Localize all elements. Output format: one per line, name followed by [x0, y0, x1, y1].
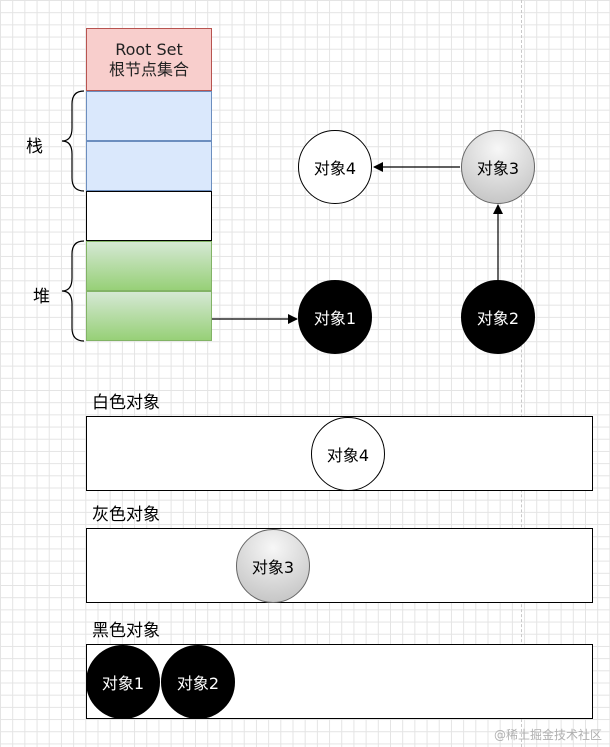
object1-label: 对象1	[313, 309, 357, 328]
black-group-object2: 对象2	[161, 645, 235, 719]
stack-cell-1	[86, 91, 212, 141]
black-group-object1: 对象1	[86, 645, 160, 719]
gray-group-title: 灰色对象	[92, 505, 160, 525]
gray-group-box	[86, 528, 593, 603]
object1-node: 对象1	[298, 280, 372, 354]
root-set-subtitle: 根节点集合	[108, 59, 189, 79]
heap-label: 堆	[33, 287, 50, 307]
white-group-title: 白色对象	[92, 393, 160, 413]
root-set-cell: Root Set 根节点集合	[86, 28, 212, 91]
black-group-object1-label: 对象1	[101, 674, 145, 693]
object4-label: 对象4	[313, 159, 357, 178]
stack-brace	[61, 90, 85, 192]
object3-label: 对象3	[476, 159, 520, 178]
object3-node: 对象3	[461, 130, 535, 204]
heap-cell-2	[86, 291, 212, 341]
gray-group-object3-label: 对象3	[251, 558, 295, 577]
stack-label: 栈	[26, 137, 43, 157]
white-group-object4-label: 对象4	[326, 446, 370, 465]
object4-node: 对象4	[298, 130, 372, 204]
watermark: @稀土掘金技术社区	[493, 728, 602, 742]
white-group-object4: 对象4	[311, 417, 385, 491]
root-set-title: Root Set	[115, 39, 183, 59]
heap-cell-1	[86, 241, 212, 291]
black-group-object2-label: 对象2	[176, 674, 220, 693]
gray-group-object3: 对象3	[236, 529, 310, 603]
object2-label: 对象2	[476, 309, 520, 328]
heap-brace	[61, 240, 85, 342]
object2-node: 对象2	[461, 280, 535, 354]
black-group-title: 黑色对象	[92, 621, 160, 641]
empty-cell	[86, 191, 212, 241]
guide-dashed-line	[521, 0, 522, 747]
stack-cell-2	[86, 141, 212, 191]
